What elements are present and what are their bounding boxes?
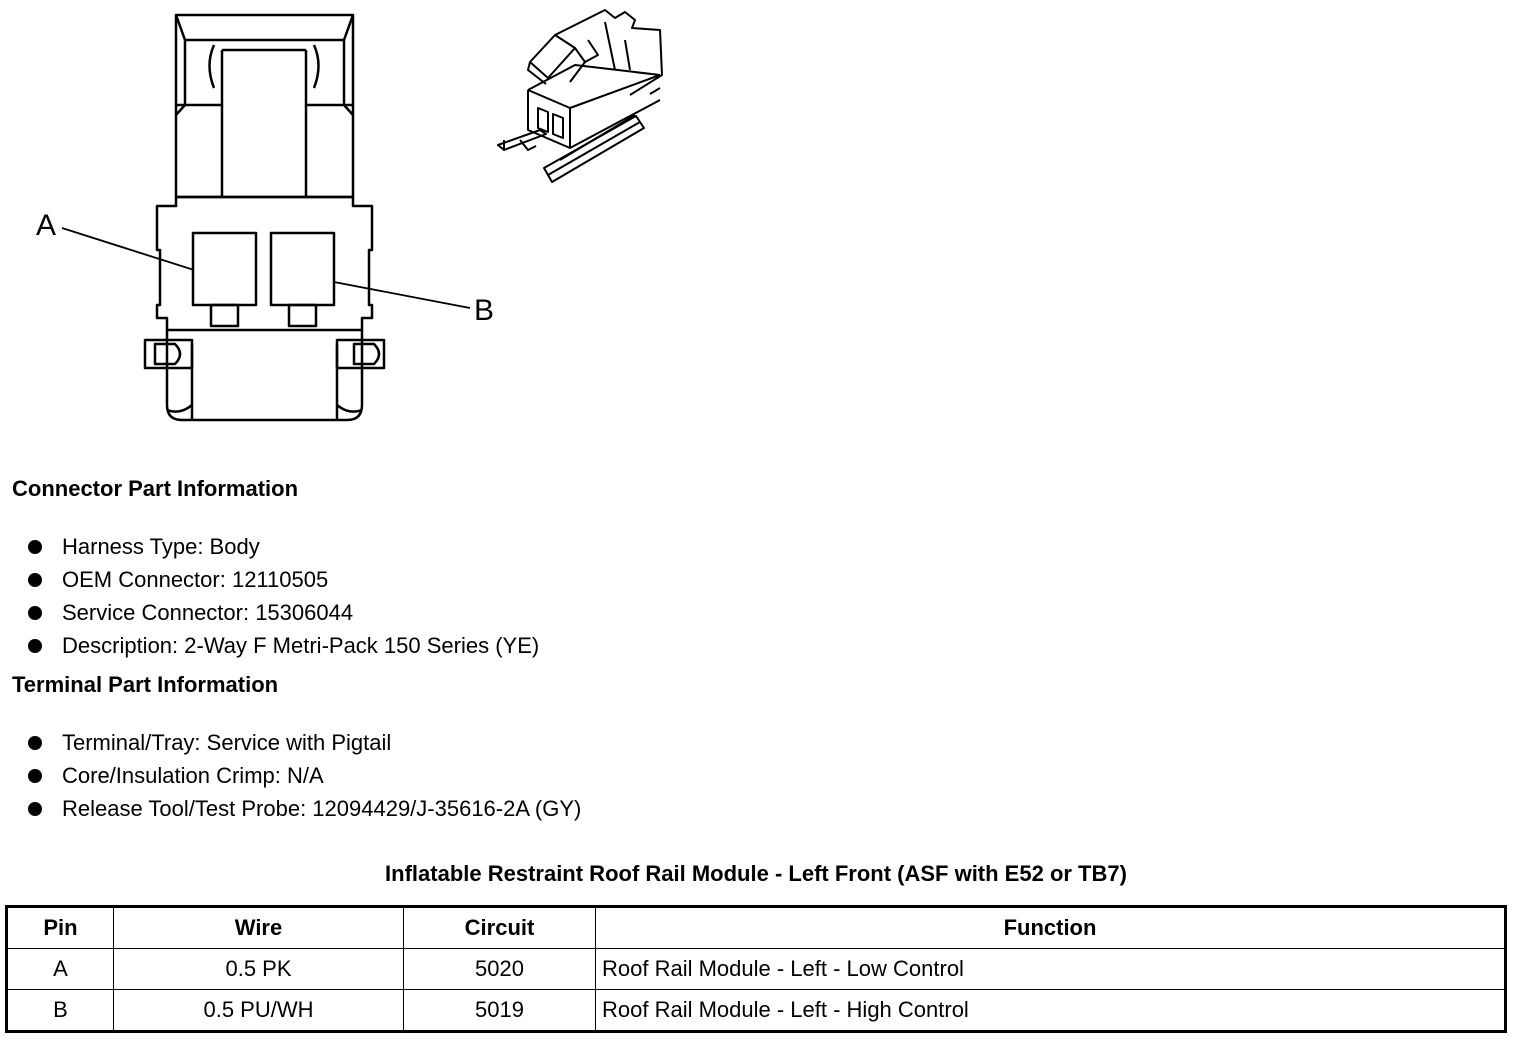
pinout-table-title: Inflatable Restraint Roof Rail Module - … xyxy=(385,861,1127,886)
list-item: Service Connector: 15306044 xyxy=(28,596,539,629)
column-header-pin: Pin xyxy=(6,906,114,949)
list-item: Harness Type: Body xyxy=(28,530,539,563)
list-item: Description: 2-Way F Metri-Pack 150 Seri… xyxy=(28,629,539,662)
bullet-icon xyxy=(28,735,42,750)
pin-b-label: B xyxy=(474,294,494,327)
connector-diagram: A B xyxy=(36,9,663,422)
pin-cell: B xyxy=(6,989,114,1032)
pin-a-label: A xyxy=(36,209,56,242)
list-item: Terminal/Tray: Service with Pigtail xyxy=(28,726,581,759)
connector-part-info-heading: Connector Part Information xyxy=(12,476,299,501)
function-cell: Roof Rail Module - Left - Low Control xyxy=(595,948,1506,990)
list-item: Core/Insulation Crimp: N/A xyxy=(28,759,581,792)
pinout-table: Pin Wire Circuit Function A 0.5 PK 5020 … xyxy=(5,905,1507,1033)
table-row: B 0.5 PU/WH 5019 Roof Rail Module - Left… xyxy=(6,989,1506,1032)
connector-isometric-view xyxy=(497,9,663,183)
wire-cell: 0.5 PU/WH xyxy=(113,989,404,1032)
column-header-function: Function xyxy=(595,906,1506,949)
terminal-part-info-heading: Terminal Part Information xyxy=(12,672,279,697)
bullet-icon xyxy=(28,768,42,783)
connector-face-view xyxy=(61,13,471,422)
bullet-icon xyxy=(28,801,42,816)
function-cell: Roof Rail Module - Left - High Control xyxy=(595,989,1506,1032)
column-header-wire: Wire xyxy=(113,906,404,949)
list-item: OEM Connector: 12110505 xyxy=(28,563,539,596)
bullet-icon xyxy=(28,638,42,653)
pin-cell: A xyxy=(6,948,114,990)
terminal-part-info-list: Terminal/Tray: Service with Pigtail Core… xyxy=(28,726,581,825)
circuit-cell: 5020 xyxy=(403,948,596,990)
table-header-row: Pin Wire Circuit Function xyxy=(6,906,1506,949)
table-row: A 0.5 PK 5020 Roof Rail Module - Left - … xyxy=(6,948,1506,990)
bullet-icon xyxy=(28,605,42,620)
list-item: Release Tool/Test Probe: 12094429/J-3561… xyxy=(28,792,581,825)
column-header-circuit: Circuit xyxy=(403,906,596,949)
wire-cell: 0.5 PK xyxy=(113,948,404,990)
bullet-icon xyxy=(28,539,42,554)
connector-part-info-list: Harness Type: Body OEM Connector: 121105… xyxy=(28,530,539,662)
bullet-icon xyxy=(28,572,42,587)
circuit-cell: 5019 xyxy=(403,989,596,1032)
